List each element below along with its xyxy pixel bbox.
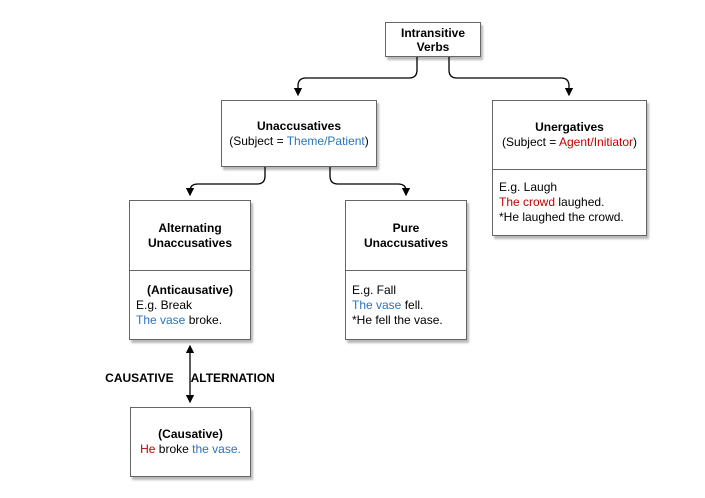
node-unergatives: Unergatives (Subject = Agent/Initiator) … — [492, 100, 647, 236]
node-title: Unaccusatives — [256, 118, 342, 133]
edge-label-word: ALTERNATION — [190, 371, 275, 385]
sentence-rest: laughed. — [555, 195, 605, 209]
subtitle-value: Theme/Patient — [286, 133, 365, 148]
sentence-object: the vase. — [192, 442, 241, 456]
subtitle-suffix: ) — [364, 133, 369, 148]
example-label: E.g. Break — [136, 297, 193, 312]
edge-root-to-unergatives — [448, 57, 574, 97]
node-pure-header: Pure Unaccusatives — [346, 201, 466, 271]
ungrammatical-sentence: *He laughed the crowd. — [499, 210, 624, 224]
subtitle-suffix: ) — [633, 135, 638, 149]
sentence-rest: broke. — [185, 312, 223, 327]
node-title: Intransitive — [400, 25, 466, 40]
subtitle-prefix: (Subject = — [501, 135, 559, 149]
category-label: (Causative) — [158, 427, 223, 441]
node-unaccusatives: Unaccusatives (Subject = Theme/Patient) — [221, 100, 377, 167]
node-title: Pure — [392, 220, 420, 235]
edge-unaccusatives-to-pure — [329, 167, 411, 197]
node-pure-unaccusatives: Pure Unaccusatives E.g. Fall The vase fe… — [345, 200, 467, 340]
sentence-subject: The crowd — [499, 195, 556, 209]
node-subtitle: (Subject = Agent/Initiator) — [502, 135, 637, 150]
sentence-subject: He — [140, 442, 156, 456]
example-sentence: The vase fell. — [352, 298, 460, 313]
edge-label-word: CAUSATIVE — [105, 371, 174, 385]
sentence-subject: The vase — [352, 297, 402, 312]
node-unergatives-body: E.g. Laugh The crowd laughed. *He laughe… — [493, 170, 646, 235]
example-sentence: He broke the vase. — [140, 442, 241, 457]
node-intransitive-verbs-header: Intransitive Verbs — [386, 23, 480, 56]
node-pure-body: E.g. Fall The vase fell. *He fell the va… — [346, 271, 466, 339]
sentence-verb: broke — [155, 442, 193, 456]
node-alternating-unaccusatives: Alternating Unaccusatives (Anticausative… — [129, 200, 251, 340]
sentence-subject: The vase — [136, 312, 186, 327]
node-title: Unaccusatives — [363, 235, 449, 250]
example-sentence: The crowd laughed. — [499, 195, 640, 210]
node-alternating-header: Alternating Unaccusatives — [130, 201, 250, 271]
node-intransitive-verbs: Intransitive Verbs — [385, 22, 481, 57]
node-title: Unergatives — [535, 120, 604, 134]
node-causative: (Causative) He broke the vase. — [130, 407, 251, 477]
node-alternating-body: (Anticausative) E.g. Break The vase brok… — [130, 271, 250, 339]
sentence-rest: fell. — [401, 297, 424, 312]
node-title: Unaccusatives — [147, 235, 233, 250]
edge-unaccusatives-to-alternating — [185, 167, 266, 197]
subtitle-value: Agent/Initiator — [559, 135, 634, 149]
node-causative-header: (Causative) He broke the vase. — [131, 408, 250, 476]
edge-root-to-unaccusatives — [293, 57, 418, 97]
node-unergatives-header: Unergatives (Subject = Agent/Initiator) — [493, 101, 646, 170]
ungrammatical-sentence: *He fell the vase. — [352, 312, 443, 327]
subtitle-prefix: (Subject = — [229, 133, 287, 148]
category-label: (Anticausative) — [146, 282, 234, 297]
example-label: E.g. Laugh — [499, 180, 558, 194]
node-title: Alternating — [158, 220, 222, 235]
node-title: Verbs — [416, 39, 450, 54]
example-label: E.g. Fall — [352, 282, 397, 297]
example-sentence: The vase broke. — [136, 313, 244, 328]
node-subtitle: (Subject = Theme/Patient) — [229, 134, 369, 149]
causative-alternation-label: CAUSATIVE ALTERNATION — [60, 371, 320, 386]
node-unaccusatives-header: Unaccusatives (Subject = Theme/Patient) — [222, 101, 376, 166]
